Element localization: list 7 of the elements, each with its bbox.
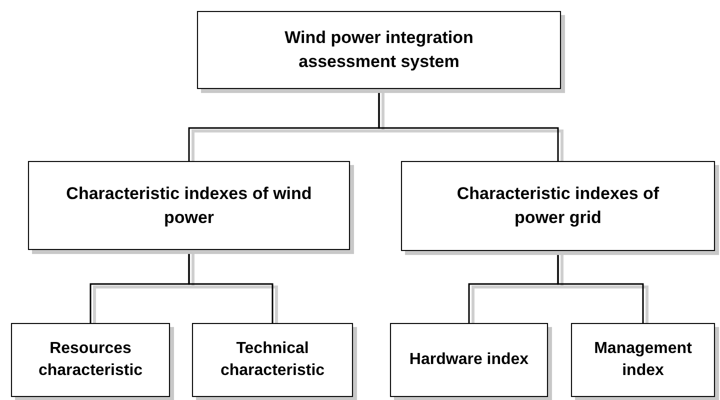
box-label: Technical characteristic bbox=[219, 338, 326, 381]
box-label: Characteristic indexes of power grid bbox=[456, 183, 660, 229]
box-label: Hardware index bbox=[409, 350, 529, 370]
box-label: Wind power integration assessment system bbox=[284, 27, 474, 73]
box-label: Resources characteristic bbox=[37, 338, 144, 381]
box-label: Characteristic indexes of wind power bbox=[65, 182, 313, 228]
box-label: Management index bbox=[593, 338, 693, 381]
